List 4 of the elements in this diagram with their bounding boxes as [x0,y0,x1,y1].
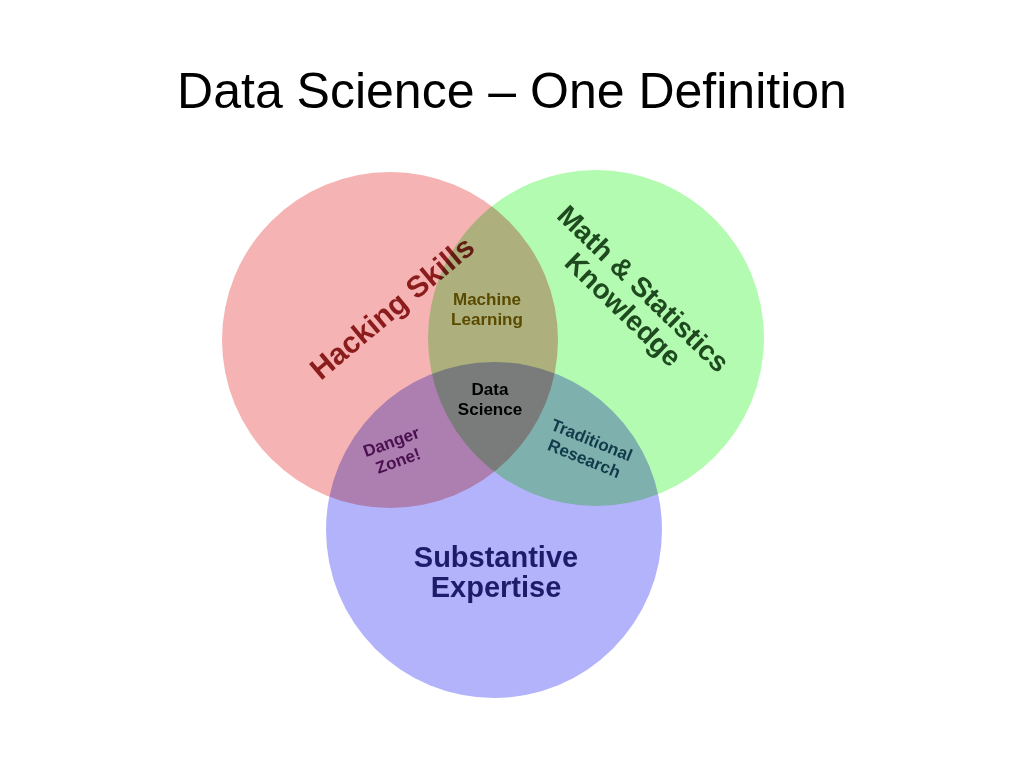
region-label: Data Science [456,380,524,421]
region-label: Danger Zone! [359,422,425,481]
circle-label: Substantive Expertise [412,542,580,603]
slide-title: Data Science – One Definition [177,62,847,120]
